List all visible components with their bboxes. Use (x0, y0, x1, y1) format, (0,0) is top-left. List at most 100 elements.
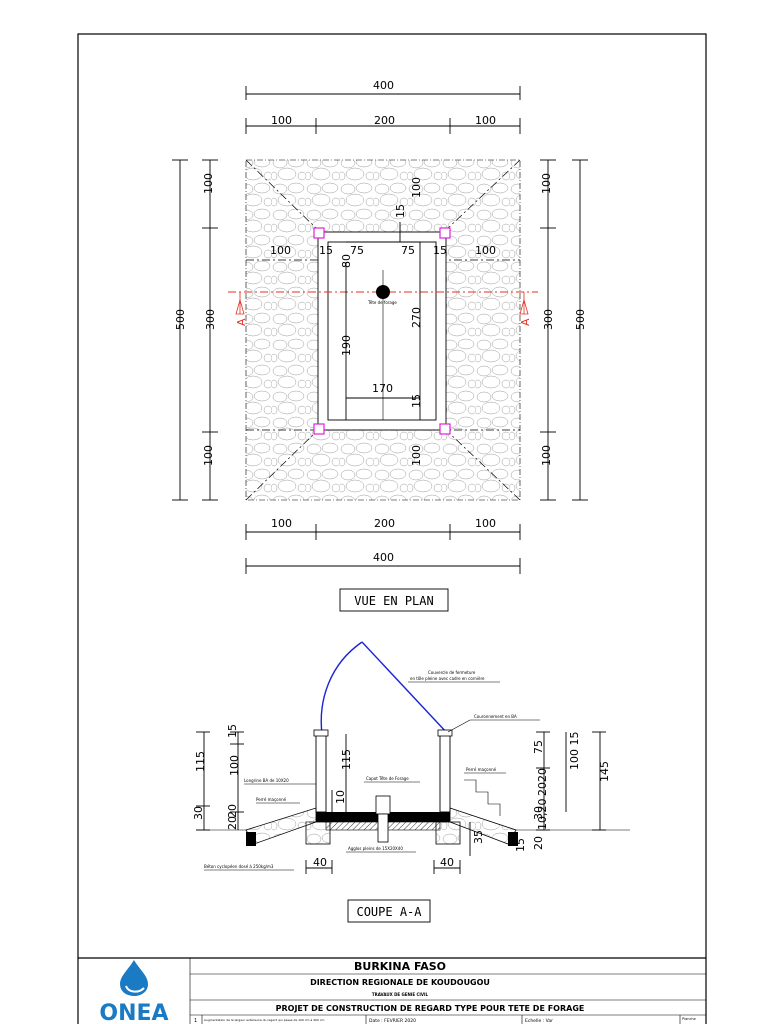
label-longrine: Longrine BA de 10X20 (244, 778, 289, 783)
logo-text: ONEA (99, 1001, 168, 1024)
dim-inner-100-left: 100 (270, 244, 291, 257)
capot (375, 795, 391, 815)
label-masonry-left: Perré maçonné (256, 797, 287, 802)
label-coping: Couronnement en BA (474, 714, 517, 719)
plan-diagonal (245, 429, 319, 501)
project-title: PROJET DE CONSTRUCTION DE REGARD TYPE PO… (276, 1004, 585, 1013)
revision-number: 1 (194, 1018, 197, 1024)
label-beton: Béton cyclopéen dosé à 250kg/m3 (204, 864, 274, 869)
dim-left-total: 500 (174, 309, 187, 330)
dim-inner-75-left: 75 (350, 244, 364, 257)
casing (377, 813, 389, 843)
edge-block-right (508, 832, 518, 846)
wall-right (439, 733, 451, 813)
dim-sec-left-100: 100 (228, 755, 241, 776)
footing-right (435, 821, 461, 845)
plan-diagonal (445, 159, 521, 231)
step-profile (464, 779, 501, 816)
dim-sec-right-1020: 10,20 (536, 799, 549, 831)
sheet-border (77, 33, 707, 1024)
corner-post (439, 227, 451, 239)
plan-diagonal (445, 429, 521, 501)
direction-title: DIRECTION REGIONALE DE KOUDOUGOU (310, 978, 490, 987)
dim-sec-right-145: 145 (598, 761, 611, 782)
section-title-box (347, 899, 431, 923)
dim-top-mid: 200 (374, 114, 395, 127)
corner-post (313, 227, 325, 239)
borehole-label: Tête de forage (367, 300, 397, 305)
footing-left (305, 821, 331, 845)
dim-sec-mid-115: 115 (340, 749, 353, 770)
section-mark-left: A (235, 318, 248, 326)
plan-view-title: VUE EN PLAN (354, 594, 433, 608)
dim-foot-left: 40 (313, 856, 327, 869)
dim-inner-75-right: 75 (401, 244, 415, 257)
dim-top-right: 100 (475, 114, 496, 127)
country-title: BURKINA FASO (354, 960, 446, 973)
dim-inner-100-bot: 100 (410, 445, 423, 466)
dim-sec-mid-10: 10 (334, 790, 347, 804)
leader-line (447, 719, 471, 733)
works-title: TRAVAUX DE GENIE CIVIL (372, 992, 429, 997)
dim-sec-right-100-15: 100 15 (568, 732, 581, 771)
corner-post (313, 423, 325, 435)
dim-right-total: 500 (574, 309, 587, 330)
cover-lid-edge (361, 641, 449, 735)
corner-post (439, 423, 451, 435)
plan-view: A A Tête de forage 100 15 100 15 75 75 1… (172, 79, 588, 612)
dim-inner-15-top: 15 (394, 204, 407, 218)
dim-right-top: 100 (540, 173, 553, 194)
dim-sec-left-20a: 20 (226, 804, 239, 818)
dim-foot-right: 40 (440, 856, 454, 869)
dim-sec-left-115: 115 (194, 751, 207, 772)
water-drop-highlight (125, 985, 145, 993)
label-capot: Capot Tête de Forage (366, 776, 409, 781)
dim-bottom-left: 100 (271, 517, 292, 530)
section-view: Couvercle de fermeture en tôle pleine av… (192, 641, 630, 923)
label-masonry-right: Perré maçonné (466, 767, 497, 772)
label-cover: Couvercle de fermeture (428, 670, 476, 675)
dim-left-top: 100 (202, 173, 215, 194)
masonry-left (245, 807, 317, 845)
plan-title-box (339, 588, 449, 612)
dim-bottom-total: 400 (373, 551, 394, 564)
dim-inner-15-bot: 15 (410, 394, 423, 408)
revision-date: Date : FEVRIER 2020 (369, 1018, 416, 1024)
dim-bottom-mid: 200 (374, 517, 395, 530)
section-mark-right: A (519, 318, 532, 326)
cover-lid (320, 641, 363, 735)
dim-sec-right-2020: 2020 (536, 768, 549, 796)
revision-scale: Echelle : Var (525, 1018, 553, 1024)
dim-sec-right-75: 75 (532, 740, 545, 754)
dim-sec-left-15: 15 (226, 724, 239, 738)
dim-bottom-right: 100 (475, 517, 496, 530)
revision-description: Augmentation de la largeur extérieure du… (204, 1018, 324, 1022)
revision-page: Planche (682, 1017, 696, 1021)
dim-left-mid: 300 (204, 309, 217, 330)
dim-sec-left-30: 30 (192, 806, 205, 820)
wall-left (315, 733, 327, 813)
dim-right-mid: 300 (542, 309, 555, 330)
dim-sec-right-35: 35 (472, 830, 485, 844)
dim-inner-170: 170 (372, 382, 393, 395)
section-view-title: COUPE A-A (356, 905, 422, 919)
dim-sec-right-30: 30 (532, 806, 545, 820)
dim-sec-right-15: 15 (514, 838, 527, 852)
dim-sec-right-20: 20 (532, 836, 545, 850)
edge-block-left (246, 832, 256, 846)
dim-inner-100-right: 100 (475, 244, 496, 257)
dim-inner-190: 190 (340, 335, 353, 356)
label-agglos: Agglos pleins de 15X20X40 (348, 846, 403, 851)
dim-top-total: 400 (373, 79, 394, 92)
dim-top-left: 100 (271, 114, 292, 127)
dim-right-bot: 100 (540, 445, 553, 466)
dim-inner-270: 270 (410, 307, 423, 328)
dim-inner-100-top: 100 (410, 177, 423, 198)
label-cover-2: en tôle pleine avec cadre en cornière (410, 676, 485, 681)
dim-left-bot: 100 (202, 445, 215, 466)
plan-diagonal (245, 159, 319, 231)
title-block: ONEA BURKINA FASO DIRECTION REGIONALE DE… (78, 957, 706, 1024)
coping-left (313, 729, 329, 737)
coping-right (437, 729, 453, 737)
